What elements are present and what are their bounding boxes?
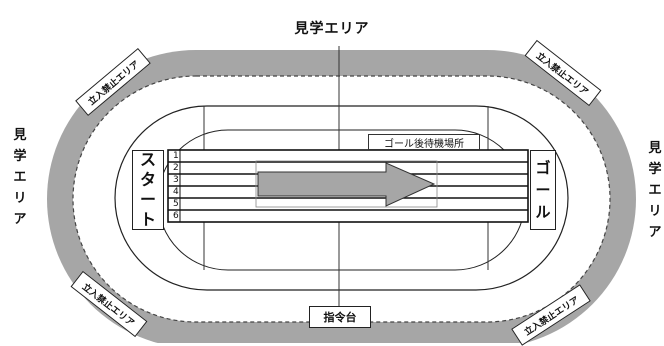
lane-number: 2: [173, 163, 179, 173]
start-label: ス タ ー ト: [132, 150, 164, 230]
viewing-area-right-label: 見 学 エ リ ア: [648, 141, 662, 240]
viewing-area-left-label: 見 学 エ リ ア: [13, 128, 27, 227]
post-goal-waiting-area-label: ゴール後待機場所: [368, 134, 480, 150]
lane-number: 3: [173, 175, 179, 185]
right-arrow-icon: [257, 162, 436, 207]
viewing-area-top-label: 見学エリア: [294, 21, 370, 37]
lane-number: 4: [173, 187, 179, 197]
lane-number: 1: [173, 151, 179, 161]
arrow-frame: [255, 160, 438, 208]
lane-number: 5: [173, 199, 179, 209]
goal-label: ゴ ー ル: [530, 150, 556, 230]
lane-number: 6: [173, 211, 179, 221]
command-podium-label: 指令台: [309, 306, 371, 328]
